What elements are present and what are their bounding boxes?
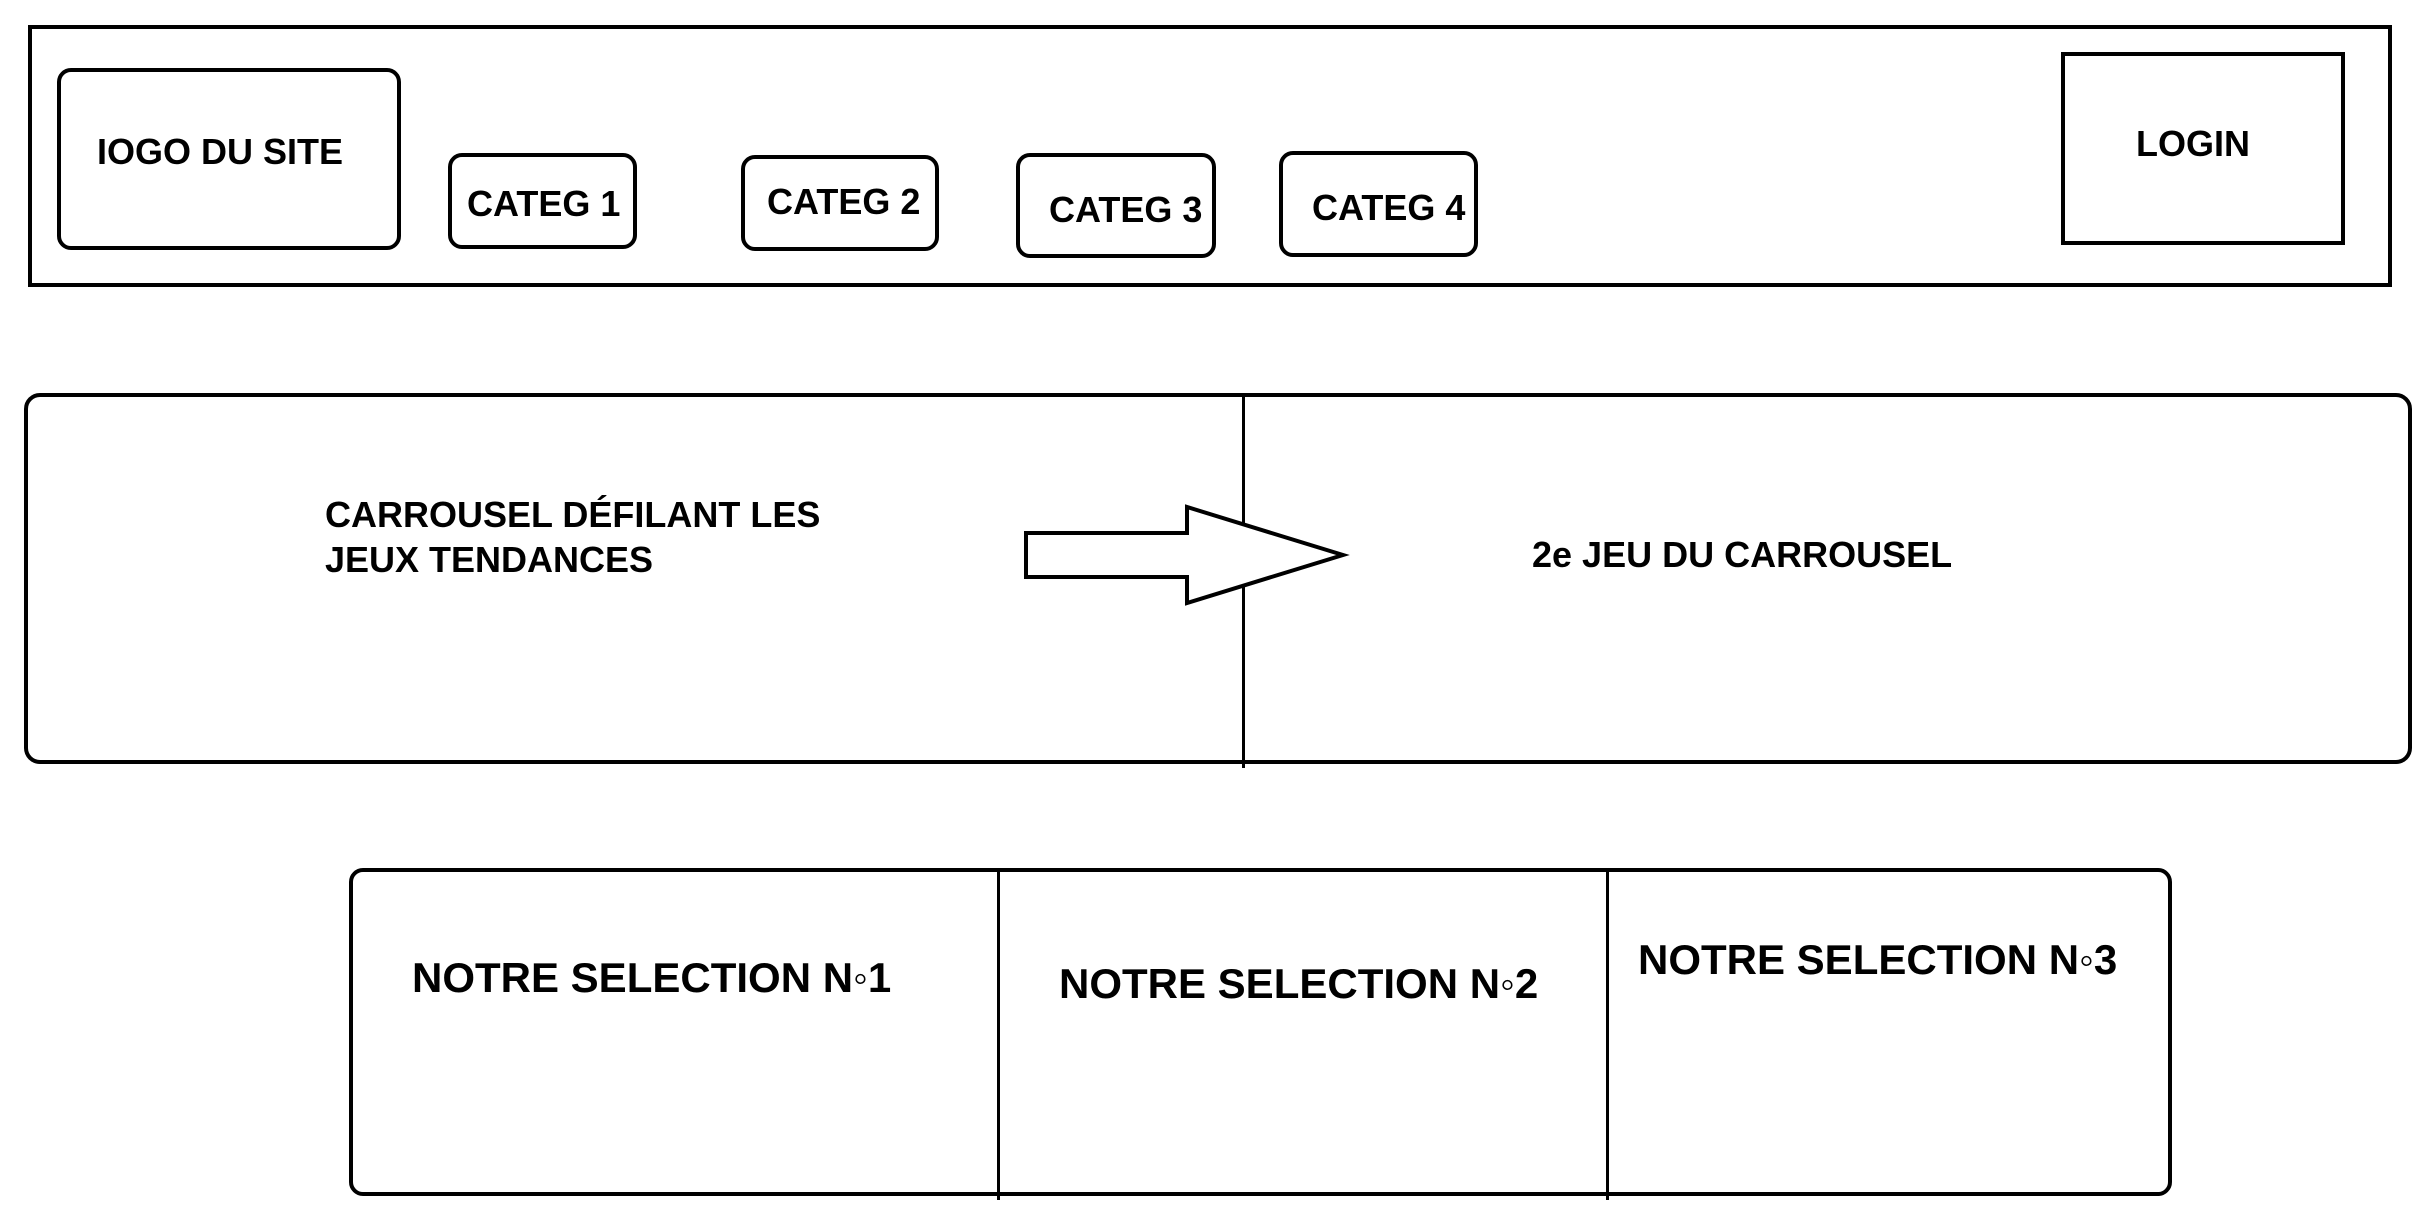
selection-divider-1 xyxy=(997,868,1000,1200)
category-button-4[interactable] xyxy=(1279,151,1478,257)
carousel-second-game-label: 2e JEU DU CARROUSEL xyxy=(1532,534,1953,575)
carousel-description: CARROUSEL DÉFILANT LES JEUX TENDANCES xyxy=(325,494,821,580)
category-button-1[interactable] xyxy=(448,153,637,249)
category-label-1: CATEG 1 xyxy=(467,183,621,224)
selection-label-2[interactable]: NOTRE SELECTION N◦2 xyxy=(1059,960,1539,1007)
category-button-2[interactable] xyxy=(741,155,939,251)
selection-label-3[interactable]: NOTRE SELECTION N◦3 xyxy=(1638,936,2118,983)
trending-games-carousel xyxy=(24,393,2412,764)
site-logo-label: IOGO DU SITE xyxy=(97,131,344,172)
category-label-3: CATEG 3 xyxy=(1049,189,1203,230)
category-button-3[interactable] xyxy=(1016,153,1216,258)
category-label-4: CATEG 4 xyxy=(1312,187,1466,228)
selection-divider-2 xyxy=(1606,868,1609,1200)
login-label: LOGIN xyxy=(2136,123,2250,164)
login-button[interactable] xyxy=(2061,52,2345,245)
right-arrow-icon[interactable] xyxy=(1020,500,1350,610)
category-label-2: CATEG 2 xyxy=(767,181,921,222)
our-selections-panel xyxy=(349,868,2172,1196)
selection-label-1[interactable]: NOTRE SELECTION N◦1 xyxy=(412,954,892,1001)
site-logo[interactable] xyxy=(57,68,401,250)
